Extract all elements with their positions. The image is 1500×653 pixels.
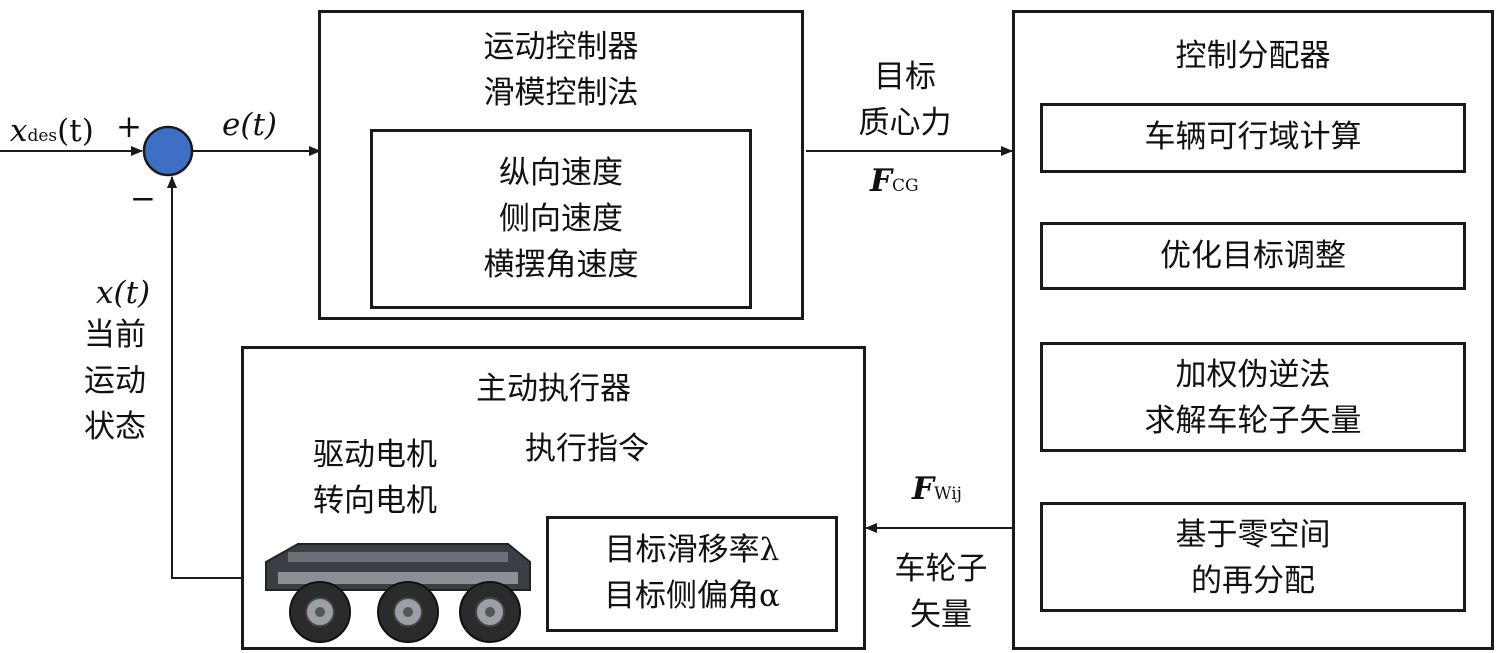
- feedback-state-label: 当前 运动 状态: [84, 317, 146, 445]
- input-signal-label: xdes(t): [10, 113, 94, 149]
- state-variables-list: 纵向速度 侧向速度 横摆角速度: [483, 155, 639, 283]
- target-slip-box: [546, 516, 838, 632]
- sum-minus-sign: −: [130, 181, 156, 217]
- state-variables-box: [370, 129, 752, 309]
- step-1-label: 车辆可行域计算: [1144, 119, 1362, 155]
- wheel-force-symbol: FWij: [912, 471, 962, 507]
- step-4-label: 基于零空间 的再分配: [1175, 517, 1331, 599]
- allocator-step-feasible-domain: [1040, 103, 1466, 173]
- step-3-label: 加权伪逆法 求解车轮子矢量: [1144, 357, 1362, 439]
- vehicle-image: [265, 543, 531, 643]
- allocator-step-pseudo-inverse: [1040, 342, 1466, 452]
- wheel-force-label: 车轮子 矢量: [894, 551, 988, 633]
- active-actuator-title: 主动执行器: [476, 371, 631, 407]
- command-label: 执行指令: [525, 431, 649, 467]
- step-2-label: 优化目标调整: [1160, 238, 1346, 274]
- sum-junction: [142, 125, 194, 177]
- motors-label: 驱动电机 转向电机: [313, 437, 437, 519]
- motion-controller-title: 运动控制器 滑模控制法: [483, 29, 639, 111]
- target-slip-label: 目标滑移率λ 目标侧偏角α: [604, 532, 780, 614]
- target-force-symbol: FCG: [870, 163, 919, 199]
- error-signal-label: e(t): [222, 107, 277, 143]
- feedback-arrow: [167, 176, 241, 579]
- control-allocator-title: 控制分配器: [1175, 38, 1331, 74]
- target-force-label: 目标 质心力: [858, 59, 952, 141]
- feedback-signal-label: x(t): [96, 275, 151, 311]
- sum-plus-sign: +: [116, 109, 142, 145]
- allocator-step-null-space: [1040, 502, 1466, 612]
- allocator-step-optimize: [1040, 222, 1466, 290]
